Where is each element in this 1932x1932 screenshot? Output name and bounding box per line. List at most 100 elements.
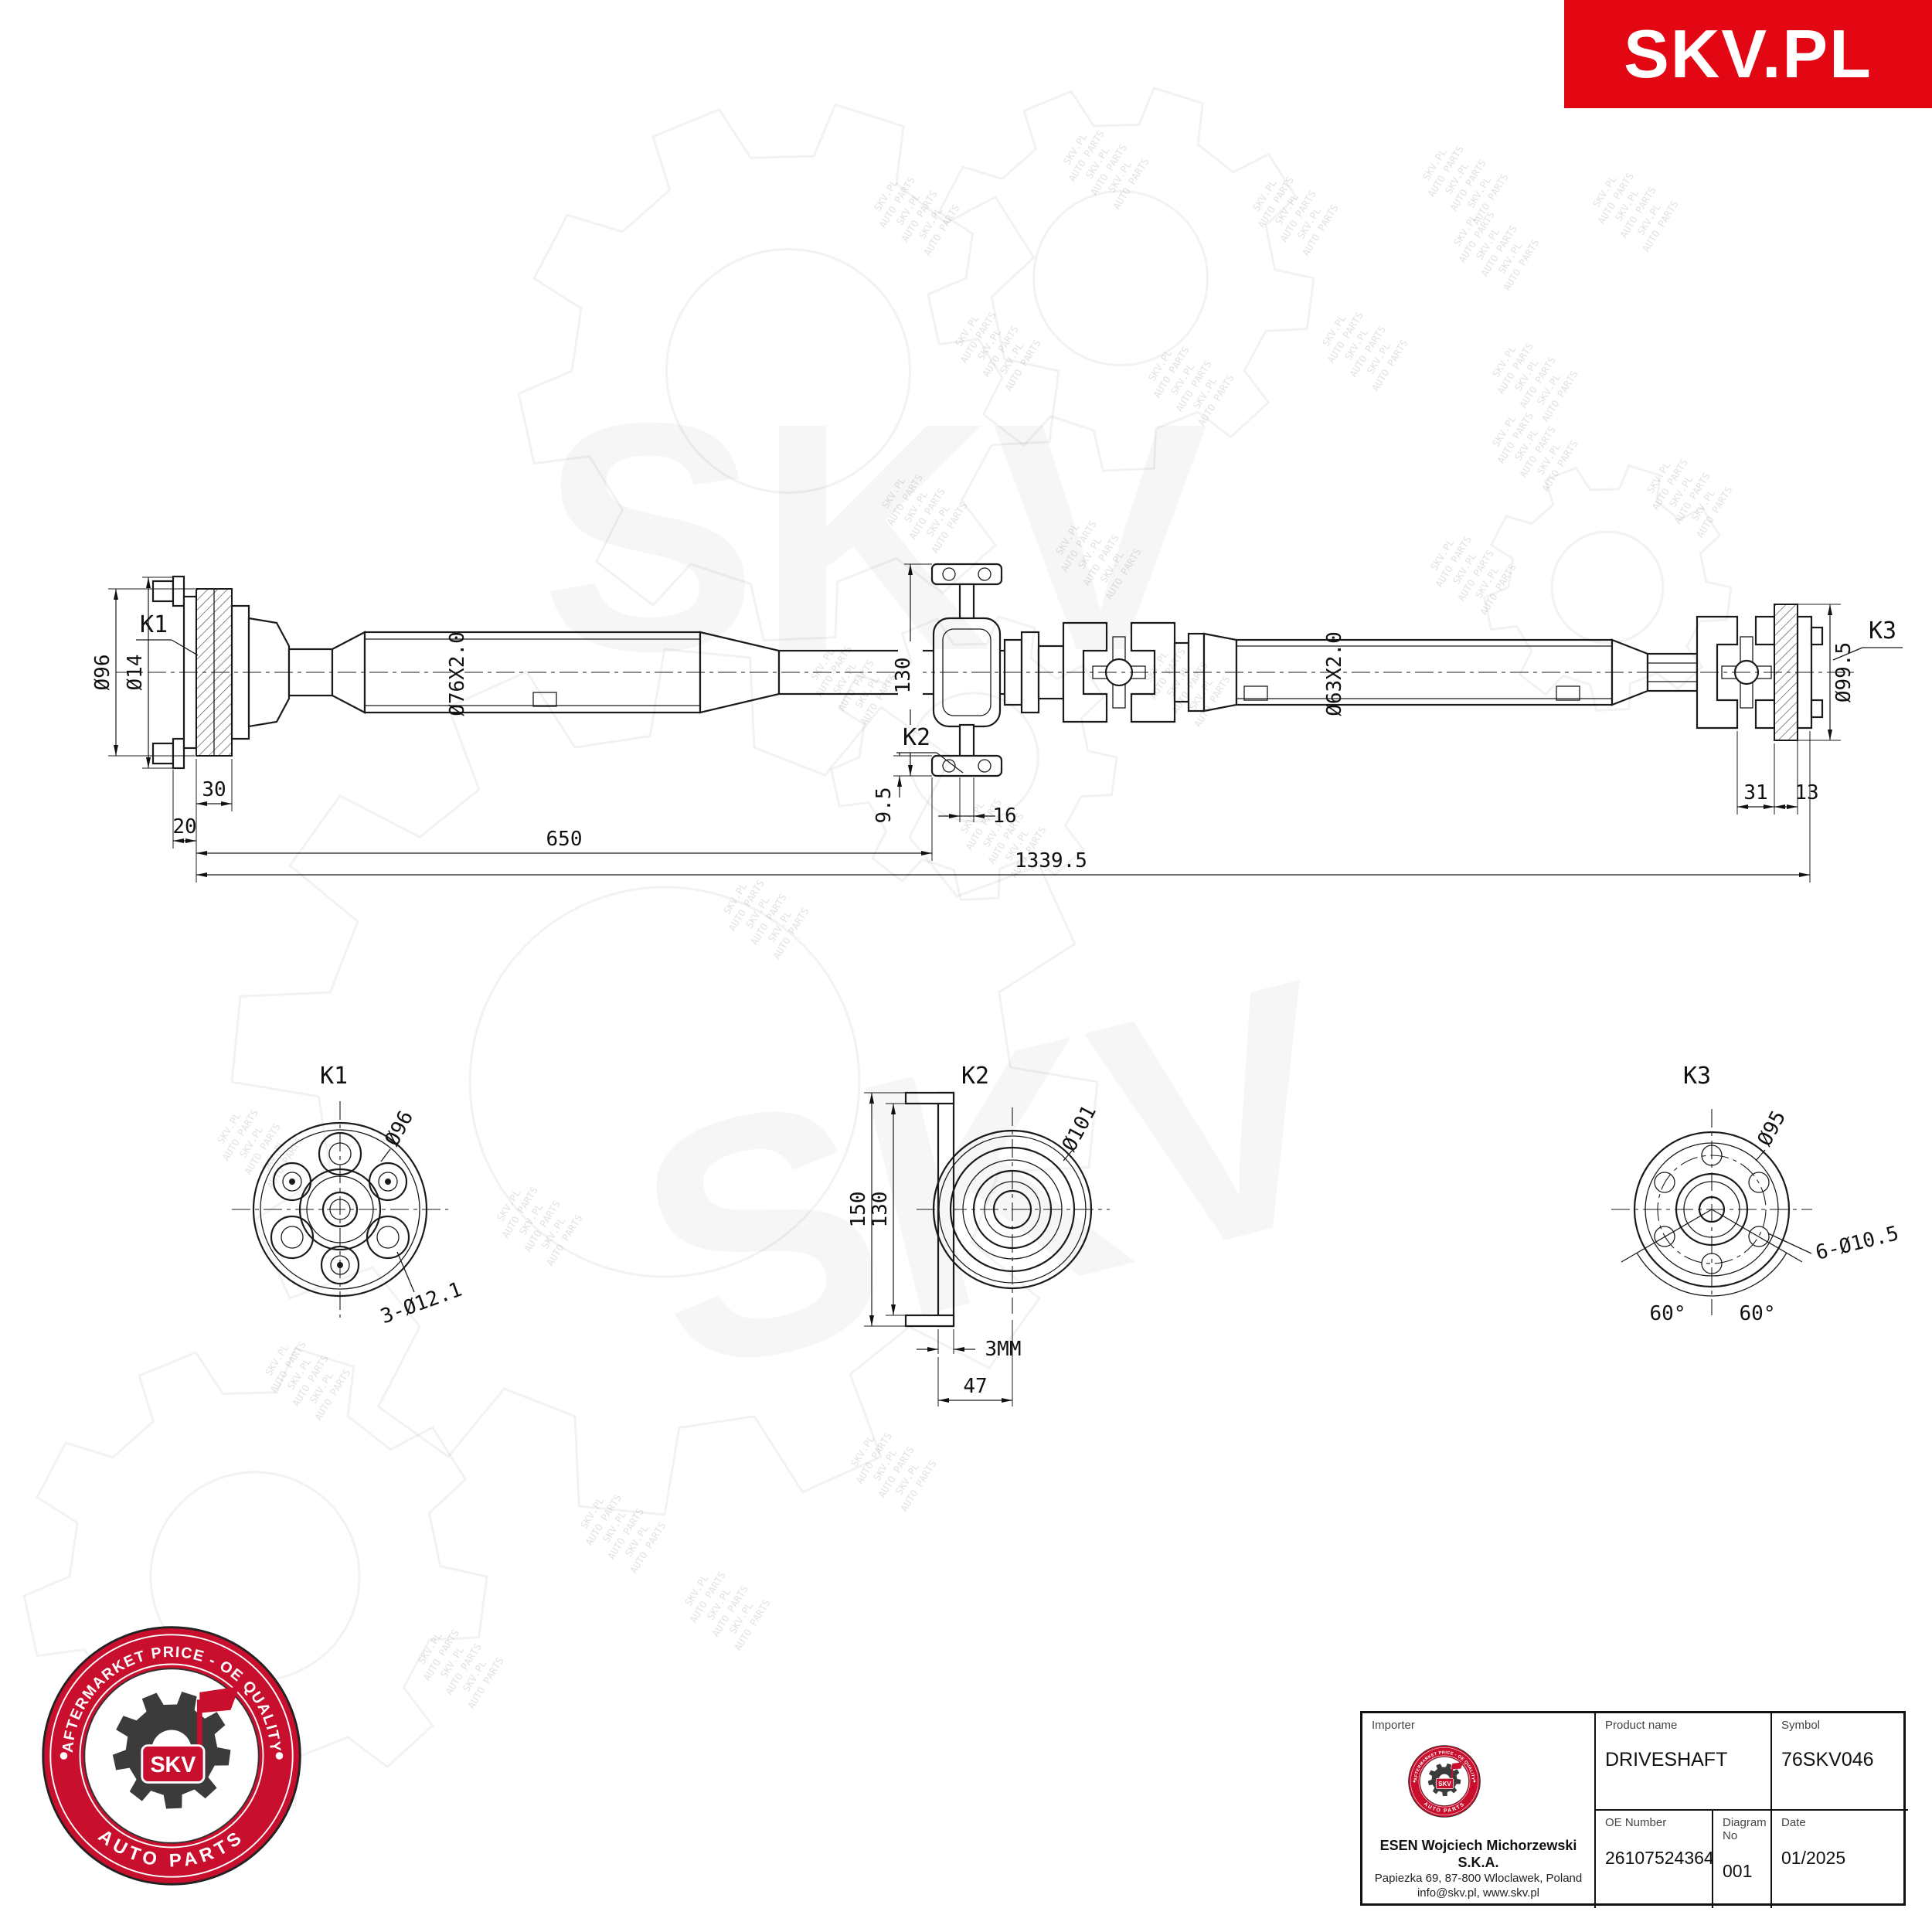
date-cell: Date 01/2025 [1772,1811,1908,1908]
svg-text:SKV.PL: SKV.PL [260,1138,288,1174]
date-value: 01/2025 [1781,1848,1846,1868]
svg-text:AUTO PARTS: AUTO PARTS [1300,202,1341,258]
svg-text:AUTO PARTS: AUTO PARTS [957,310,998,366]
svg-text:SKV.PL: SKV.PL [1451,551,1479,587]
svg-text:AUTO PARTS: AUTO PARTS [522,1199,563,1254]
svg-text:SKV.PL: SKV.PL [1053,521,1082,556]
svg-text:SKV.PL: SKV.PL [727,1600,756,1636]
svg-text:AUTO PARTS: AUTO PARTS [1517,424,1558,480]
svg-text:AUTO PARTS: AUTO PARTS [906,486,947,542]
oe-number-value: 26107524364 [1605,1848,1714,1868]
svg-text:AUTO PARTS: AUTO PARTS [876,175,917,230]
svg-text:SKV.PL: SKV.PL [1273,192,1301,227]
svg-text:AUTO PARTS: AUTO PARTS [732,1597,773,1653]
svg-text:AUTO PARTS: AUTO PARTS [544,1213,585,1268]
svg-text:SKV.PL: SKV.PL [416,1630,444,1665]
svg-text:SKV.PL: SKV.PL [953,312,981,348]
svg-text:AUTO PARTS: AUTO PARTS [1369,338,1410,393]
svg-text:AUTO PARTS: AUTO PARTS [1196,372,1236,428]
svg-text:AUTO PARTS: AUTO PARTS [898,1458,939,1514]
detail-k2-width-47: 47 [963,1375,987,1398]
importer-cell: Importer ESEN Wojciech Michorzewski S.K.… [1362,1713,1596,1908]
svg-text:SKV.PL: SKV.PL [1465,175,1494,210]
svg-text:AUTO PARTS: AUTO PARTS [1008,825,1049,880]
svg-text:SKV.PL: SKV.PL [682,1572,711,1607]
flex-disc-bolts [270,1131,410,1285]
svg-text:SKV.PL: SKV.PL [1168,362,1197,397]
dim-tube2: Ø63X2.0 [1323,631,1346,716]
svg-text:AUTO PARTS: AUTO PARTS [1347,324,1388,379]
callout-k1: K1 [140,611,168,638]
detail-k1-holes: 3-Ø12.1 [378,1278,465,1329]
rear-tube-section [1202,632,1699,713]
svg-text:AUTO PARTS: AUTO PARTS [858,672,899,727]
dim-13: 13 [1794,781,1818,804]
svg-text:AUTO PARTS: AUTO PARTS [1694,485,1735,540]
center-bearing-section [930,563,1003,777]
svg-text:AUTO PARTS: AUTO PARTS [1433,534,1474,590]
svg-text:SKV.PL: SKV.PL [1451,212,1480,247]
svg-text:SKV.PL: SKV.PL [766,909,794,944]
svg-text:SKV.PL: SKV.PL [1187,677,1216,713]
svg-text:SKV.PL: SKV.PL [495,1187,523,1223]
svg-text:AUTO PARTS: AUTO PARTS [1066,128,1107,184]
svg-text:SKV.PL: SKV.PL [1076,536,1104,571]
svg-text:AUTO PARTS: AUTO PARTS [963,797,1004,852]
universal-joint-section [1003,621,1206,723]
svg-text:AUTO PARTS: AUTO PARTS [1501,237,1542,293]
svg-text:SKV: SKV [541,356,1210,719]
svg-text:AUTO PARTS: AUTO PARTS [1080,532,1121,588]
detail-view-k2: K2 150 130 [847,1063,1110,1406]
svg-text:SKV.PL: SKV.PL [1165,663,1193,699]
svg-text:SKV.PL: SKV.PL [1146,347,1175,383]
dim-bracket-height: 130 [892,658,915,694]
product-name-value: DRIVESHAFT [1605,1749,1728,1770]
svg-text:AUTO PARTS: AUTO PARTS [1151,345,1192,400]
svg-text:SKV.PL: SKV.PL [1512,427,1541,463]
svg-text:SKV.PL: SKV.PL [215,1110,243,1145]
svg-text:SKV.PL: SKV.PL [237,1124,266,1160]
svg-text:AUTO PARTS: AUTO PARTS [290,1353,331,1409]
svg-text:AUTO PARTS: AUTO PARTS [726,878,767,934]
svg-text:AUTO PARTS: AUTO PARTS [1470,172,1511,227]
svg-text:AUTO PARTS: AUTO PARTS [1169,660,1210,716]
svg-text:AUTO PARTS: AUTO PARTS [583,1492,624,1548]
detail-k2-thickness: 3MM [985,1338,1022,1361]
right-flange-section [1696,604,1824,741]
svg-text:AUTO PARTS: AUTO PARTS [628,1520,668,1576]
svg-text:AUTO PARTS: AUTO PARTS [876,1444,917,1500]
dim-16: 16 [992,804,1016,828]
svg-text:SKV.PL: SKV.PL [1142,648,1171,684]
svg-text:SKV.PL: SKV.PL [263,1342,291,1377]
dimension-lines [114,564,1832,877]
dim-20: 20 [172,815,196,838]
svg-text:SKV.PL: SKV.PL [623,1523,651,1559]
svg-text:SKV.PL: SKV.PL [1443,161,1471,196]
importer-info: ESEN Wojciech Michorzewski S.K.A. Papiez… [1362,1837,1594,1900]
svg-text:SKV.PL: SKV.PL [1667,474,1696,509]
svg-text:SKV.PL: SKV.PL [975,327,1004,362]
svg-text:SKV.PL: SKV.PL [871,1447,900,1483]
svg-text:SKV.PL: SKV.PL [1496,240,1525,276]
oe-number-label: OE Number [1605,1816,1667,1829]
svg-text:SKV.PL: SKV.PL [1689,488,1718,523]
svg-text:SKV.PL: SKV.PL [1535,372,1563,407]
svg-text:AUTO PARTS: AUTO PARTS [1147,646,1188,702]
dim-right-flange-od: Ø99.5 [1832,642,1855,702]
svg-text:SKV.PL: SKV.PL [1420,146,1449,182]
dim-9-5: 9.5 [872,787,896,824]
svg-text:SKV.PL: SKV.PL [600,1509,629,1545]
svg-text:SKV.PL: SKV.PL [1512,358,1541,393]
svg-text:AUTO PARTS: AUTO PARTS [1058,519,1099,574]
title-block: Importer ESEN Wojciech Michorzewski S.K.… [1360,1711,1908,1908]
svg-text:AUTO PARTS: AUTO PARTS [985,811,1026,866]
detail-k3-angle-right: 60° [1740,1302,1776,1325]
svg-text:SKV.PL: SKV.PL [1083,145,1112,181]
detail-k2-label: K2 [961,1063,989,1090]
callout-k2: K2 [903,724,930,751]
svg-text:AUTO PARTS: AUTO PARTS [1088,142,1129,198]
svg-text:SKV.PL: SKV.PL [893,1461,922,1497]
detail-k3-label: K3 [1683,1063,1711,1090]
flange-bolt-holes [1654,1145,1770,1274]
svg-text:AUTO PARTS: AUTO PARTS [1447,158,1488,213]
